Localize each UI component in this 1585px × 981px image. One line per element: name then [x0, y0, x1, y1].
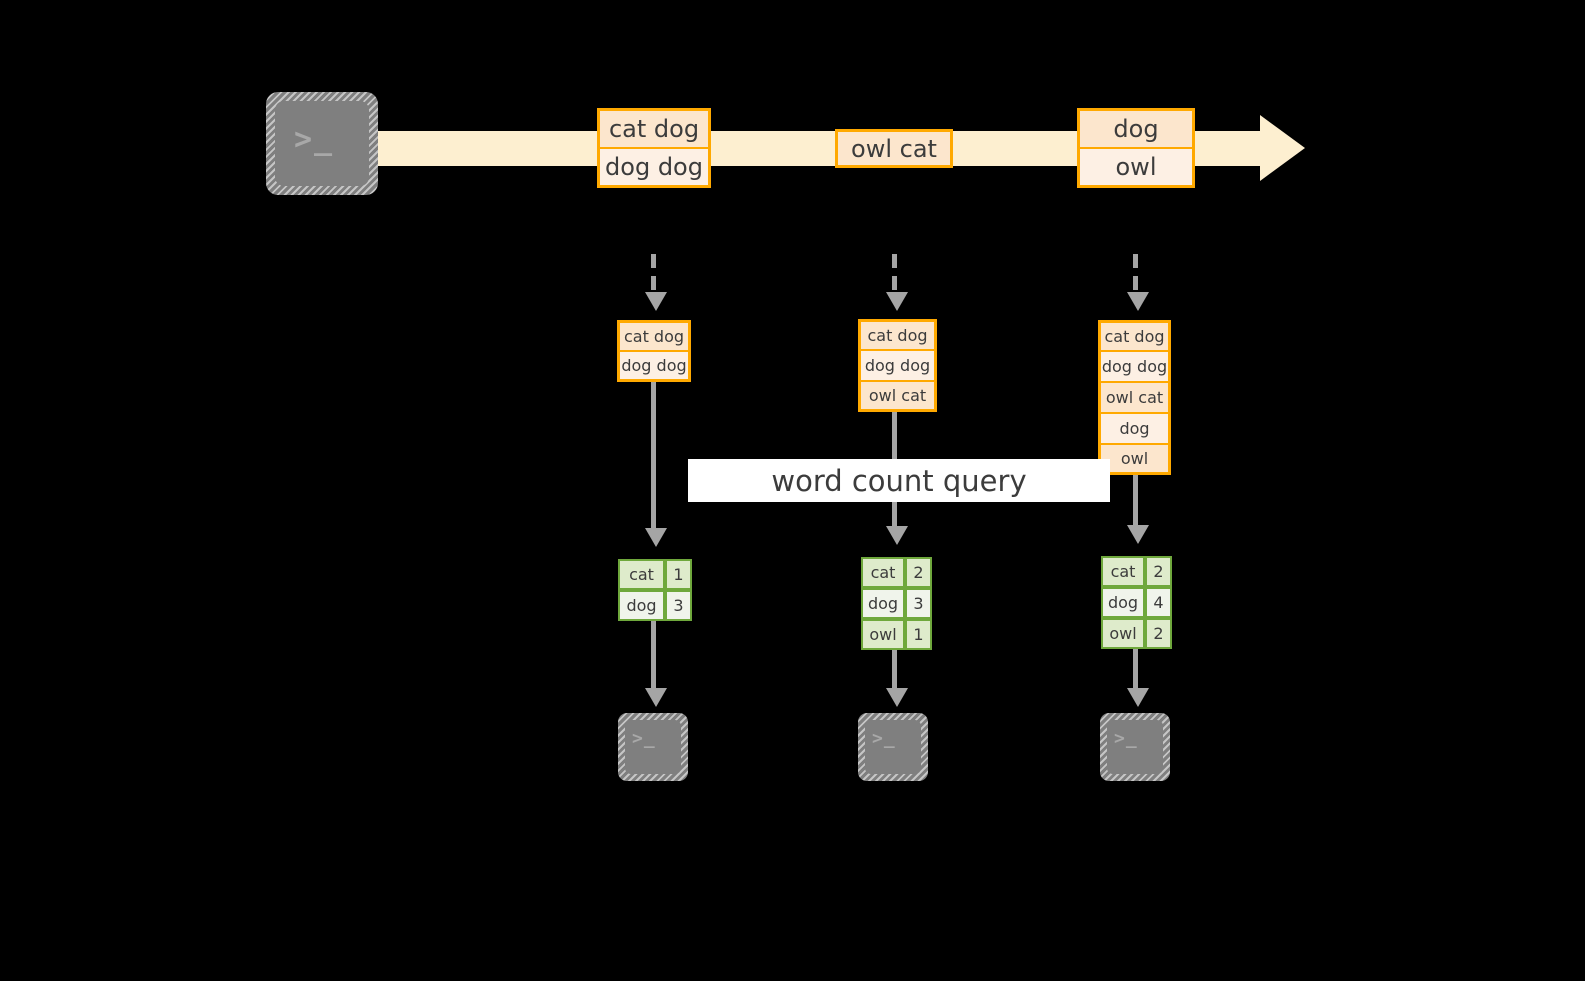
stream-record[interactable]: cat dog: [597, 108, 711, 148]
result-output-arrowhead: [645, 688, 667, 707]
snapshot-record[interactable]: cat dog: [617, 320, 691, 351]
result-count-cell: 3: [665, 590, 692, 621]
stream-source-terminal[interactable]: >_: [266, 92, 378, 195]
result-count-cell: 2: [1145, 618, 1172, 649]
stream-record[interactable]: owl cat: [835, 129, 953, 168]
result-word-cell: cat: [861, 557, 905, 588]
terminal-screen: [1107, 720, 1163, 774]
stream-record[interactable]: dog: [1077, 108, 1195, 148]
terminal-screen: [865, 720, 921, 774]
result-sink-terminal[interactable]: >_: [858, 713, 928, 781]
result-output-line: [651, 621, 656, 691]
snapshot-feed-line: [651, 254, 656, 300]
snapshot-record[interactable]: dog dog: [858, 350, 937, 381]
query-flow-arrowhead: [886, 526, 908, 545]
query-label: word count query: [688, 459, 1110, 502]
result-word-cell: dog: [861, 588, 905, 619]
result-count-cell: 2: [905, 557, 932, 588]
query-flow-arrowhead: [645, 528, 667, 547]
result-word-cell: cat: [1101, 556, 1145, 587]
snapshot-record[interactable]: dog dog: [617, 351, 691, 382]
result-output-arrowhead: [886, 688, 908, 707]
terminal-prompt-glyph: >_: [872, 728, 896, 749]
terminal-prompt-glyph: >_: [1114, 728, 1138, 749]
snapshot-feed-arrowhead: [1127, 292, 1149, 311]
result-count-cell: 1: [905, 619, 932, 650]
snapshot-feed-line: [892, 254, 897, 300]
result-count-cell: 2: [1145, 556, 1172, 587]
result-word-cell: owl: [1101, 618, 1145, 649]
terminal-prompt-glyph: >_: [294, 122, 335, 157]
event-stream-arrowhead: [1260, 115, 1305, 181]
result-output-arrowhead: [1127, 688, 1149, 707]
result-count-cell: 1: [665, 559, 692, 590]
query-flow-line: [651, 382, 656, 532]
result-word-cell: cat: [618, 559, 665, 590]
terminal-screen: [625, 720, 681, 774]
result-word-cell: owl: [861, 619, 905, 650]
result-output-line: [892, 650, 897, 692]
stream-record[interactable]: owl: [1077, 148, 1195, 188]
snapshot-record[interactable]: cat dog: [1098, 320, 1171, 351]
result-output-line: [1133, 649, 1138, 692]
terminal-screen: [275, 101, 369, 186]
snapshot-feed-arrowhead: [886, 292, 908, 311]
query-flow-line: [1133, 475, 1138, 529]
snapshot-record[interactable]: cat dog: [858, 319, 937, 350]
stream-record[interactable]: dog dog: [597, 148, 711, 188]
snapshot-record[interactable]: dog: [1098, 413, 1171, 444]
snapshot-feed-arrowhead: [645, 292, 667, 311]
result-count-cell: 4: [1145, 587, 1172, 618]
query-flow-arrowhead: [1127, 525, 1149, 544]
result-word-cell: dog: [1101, 587, 1145, 618]
result-sink-terminal[interactable]: >_: [618, 713, 688, 781]
result-count-cell: 3: [905, 588, 932, 619]
snapshot-feed-line: [1133, 254, 1138, 300]
snapshot-record[interactable]: owl cat: [858, 381, 937, 412]
snapshot-record[interactable]: dog dog: [1098, 351, 1171, 382]
terminal-prompt-glyph: >_: [632, 728, 656, 749]
result-sink-terminal[interactable]: >_: [1100, 713, 1170, 781]
result-word-cell: dog: [618, 590, 665, 621]
snapshot-record[interactable]: owl cat: [1098, 382, 1171, 413]
